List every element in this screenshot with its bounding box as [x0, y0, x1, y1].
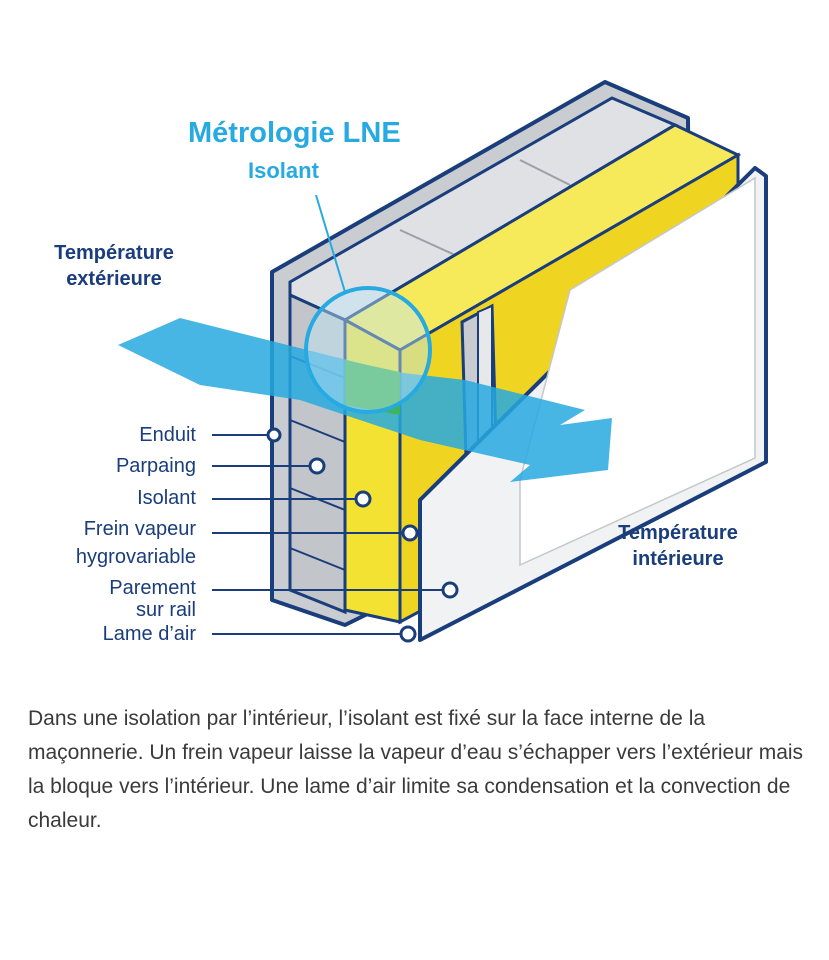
- temp-interior-line-2: intérieure: [632, 548, 724, 570]
- temp-exterior-label: Température extérieure: [30, 240, 198, 292]
- label-leaders: [212, 427, 459, 643]
- layer-label-enduit: Enduit: [139, 424, 196, 446]
- temp-exterior-line-2: extérieure: [66, 268, 162, 290]
- heat-flow-arrow: [118, 318, 612, 482]
- layer-label-isolant: Isolant: [137, 487, 196, 509]
- diagram-title: Métrologie LNE: [188, 117, 401, 149]
- layer-label-parpaing: Parpaing: [115, 455, 196, 477]
- layer-label-sur-rail: sur rail: [135, 599, 196, 621]
- temp-exterior-line-1: Température: [54, 242, 174, 264]
- layer-label-frein-vapeur: Frein vapeur: [83, 518, 196, 540]
- layer-label-parement: Parement: [109, 577, 196, 599]
- layer-label-lame-air: Lame d’air: [102, 623, 196, 645]
- diagram-subtitle: Isolant: [248, 158, 319, 183]
- layer-label-hygrovariable: hygrovariable: [75, 546, 196, 568]
- wall-cross-section-diagram: [118, 80, 768, 643]
- caption-text: Dans une isolation par l’intérieur, l’is…: [28, 707, 804, 832]
- temp-interior-label: Température intérieure: [598, 520, 758, 572]
- temp-interior-line-1: Température: [618, 522, 738, 544]
- measurement-circle: [304, 194, 432, 414]
